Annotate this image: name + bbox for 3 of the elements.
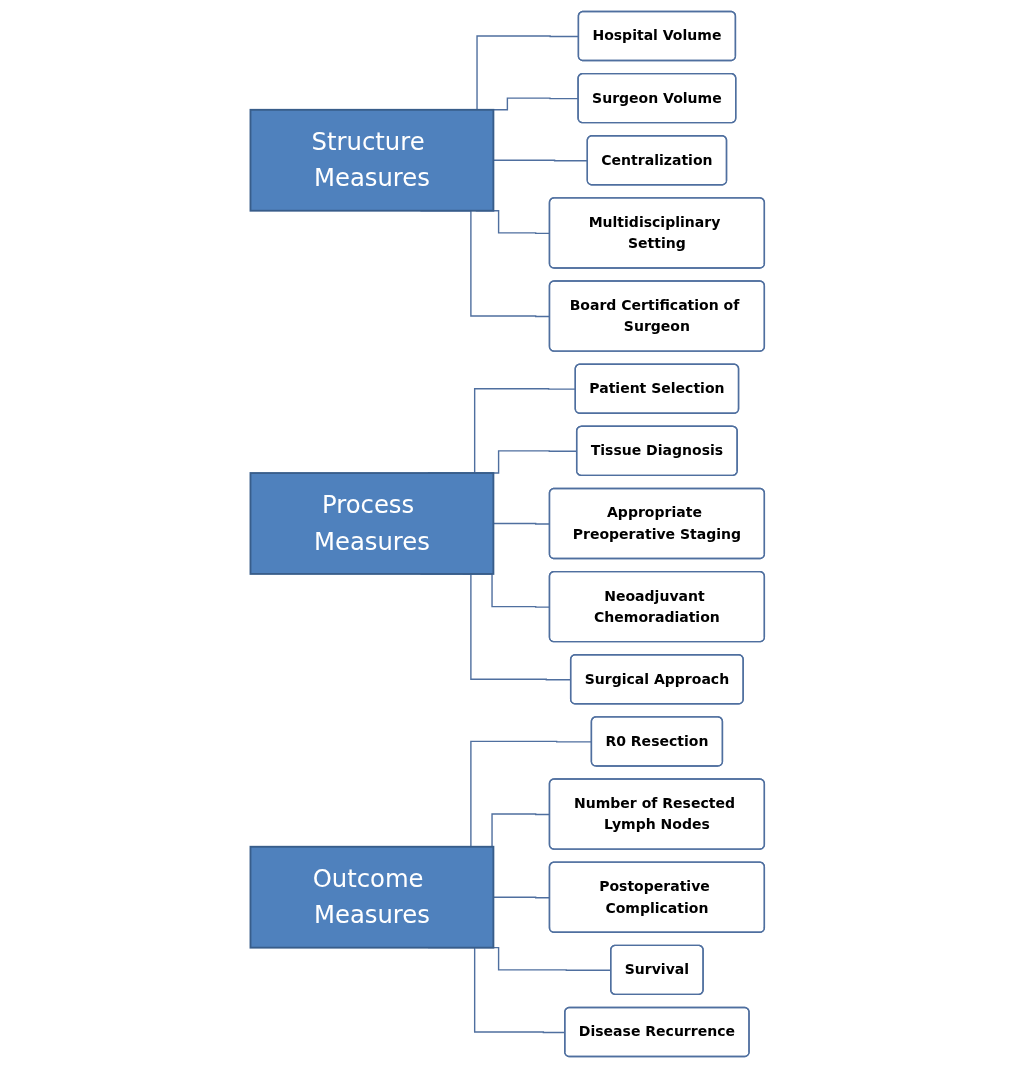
node-box: Structure Measures <box>249 108 494 212</box>
node-box: Process Measures <box>249 471 494 575</box>
node-box: Outcome Measures <box>249 845 494 949</box>
